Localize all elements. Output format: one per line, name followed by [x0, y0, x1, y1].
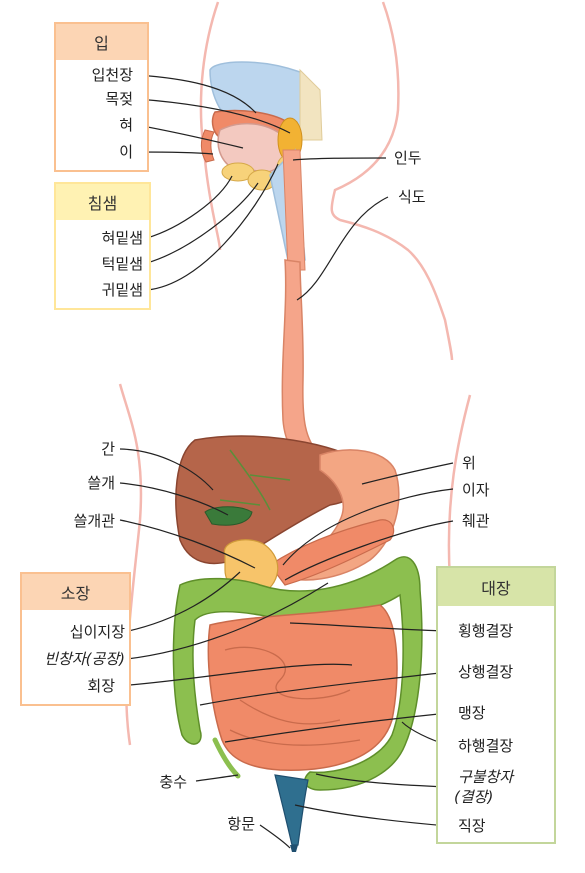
label-appendix: 충수	[159, 773, 187, 791]
label-cecum: 맹장	[458, 704, 486, 722]
label-sigmoid-colon: 구불창자	[458, 768, 514, 786]
label-transverse-colon: 횡행결장	[458, 622, 514, 640]
salivary-group-header: 침샘	[56, 184, 149, 220]
label-ileum: 회장	[87, 677, 115, 695]
mouth-group-title: 입	[94, 34, 109, 53]
small-intestine-group-box: 소장	[20, 572, 131, 706]
label-sigmoid-colon-sub: (결장)	[454, 788, 494, 806]
label-bile-duct: 쓸개관	[73, 512, 115, 530]
label-esophagus: 식도	[398, 188, 426, 206]
label-descending-colon: 하행결장	[458, 737, 514, 755]
small-intestine-shape	[207, 604, 398, 771]
appendix-shape	[212, 737, 241, 779]
label-pharynx: 인두	[394, 149, 422, 167]
head-region	[200, 61, 323, 272]
salivary-group-title: 침샘	[87, 194, 118, 213]
salivary-group-box: 침샘	[54, 182, 151, 310]
label-pancreas: 이자	[462, 481, 490, 499]
small-intestine-group-title: 소장	[60, 584, 91, 603]
label-parotid: 귀밑샘	[101, 281, 143, 299]
large-intestine-group-box: 대장	[436, 566, 556, 844]
label-uvula: 목젖	[105, 90, 133, 108]
label-sublingual: 혀밑샘	[101, 229, 143, 247]
mouth-group-box: 입	[54, 22, 149, 172]
gallbladder-shape	[204, 506, 253, 526]
label-rectum: 직장	[458, 817, 486, 835]
label-gallbladder: 쓸개	[87, 474, 115, 492]
label-tongue: 혀	[119, 116, 133, 134]
pancreas-shape	[269, 519, 395, 586]
mouth-group-header: 입	[56, 24, 147, 60]
label-submandibular: 턱밑샘	[101, 255, 143, 273]
label-teeth: 이	[119, 143, 133, 161]
label-pancreatic-duct: 췌관	[462, 512, 490, 530]
label-stomach: 위	[462, 454, 476, 472]
label-anus: 항문	[227, 815, 255, 833]
label-ascending-colon: 상행결장	[458, 663, 514, 681]
large-intestine-group-title: 대장	[481, 579, 511, 598]
label-palate: 입천장	[91, 66, 133, 84]
large-intestine-shape	[172, 556, 423, 791]
label-duodenum: 십이지장	[69, 623, 125, 641]
small-intestine-group-header: 소장	[22, 574, 129, 610]
large-intestine-group-header: 대장	[438, 568, 554, 606]
label-liver: 간	[101, 440, 115, 458]
label-jejunum: 빈창자(공장)	[44, 650, 125, 668]
